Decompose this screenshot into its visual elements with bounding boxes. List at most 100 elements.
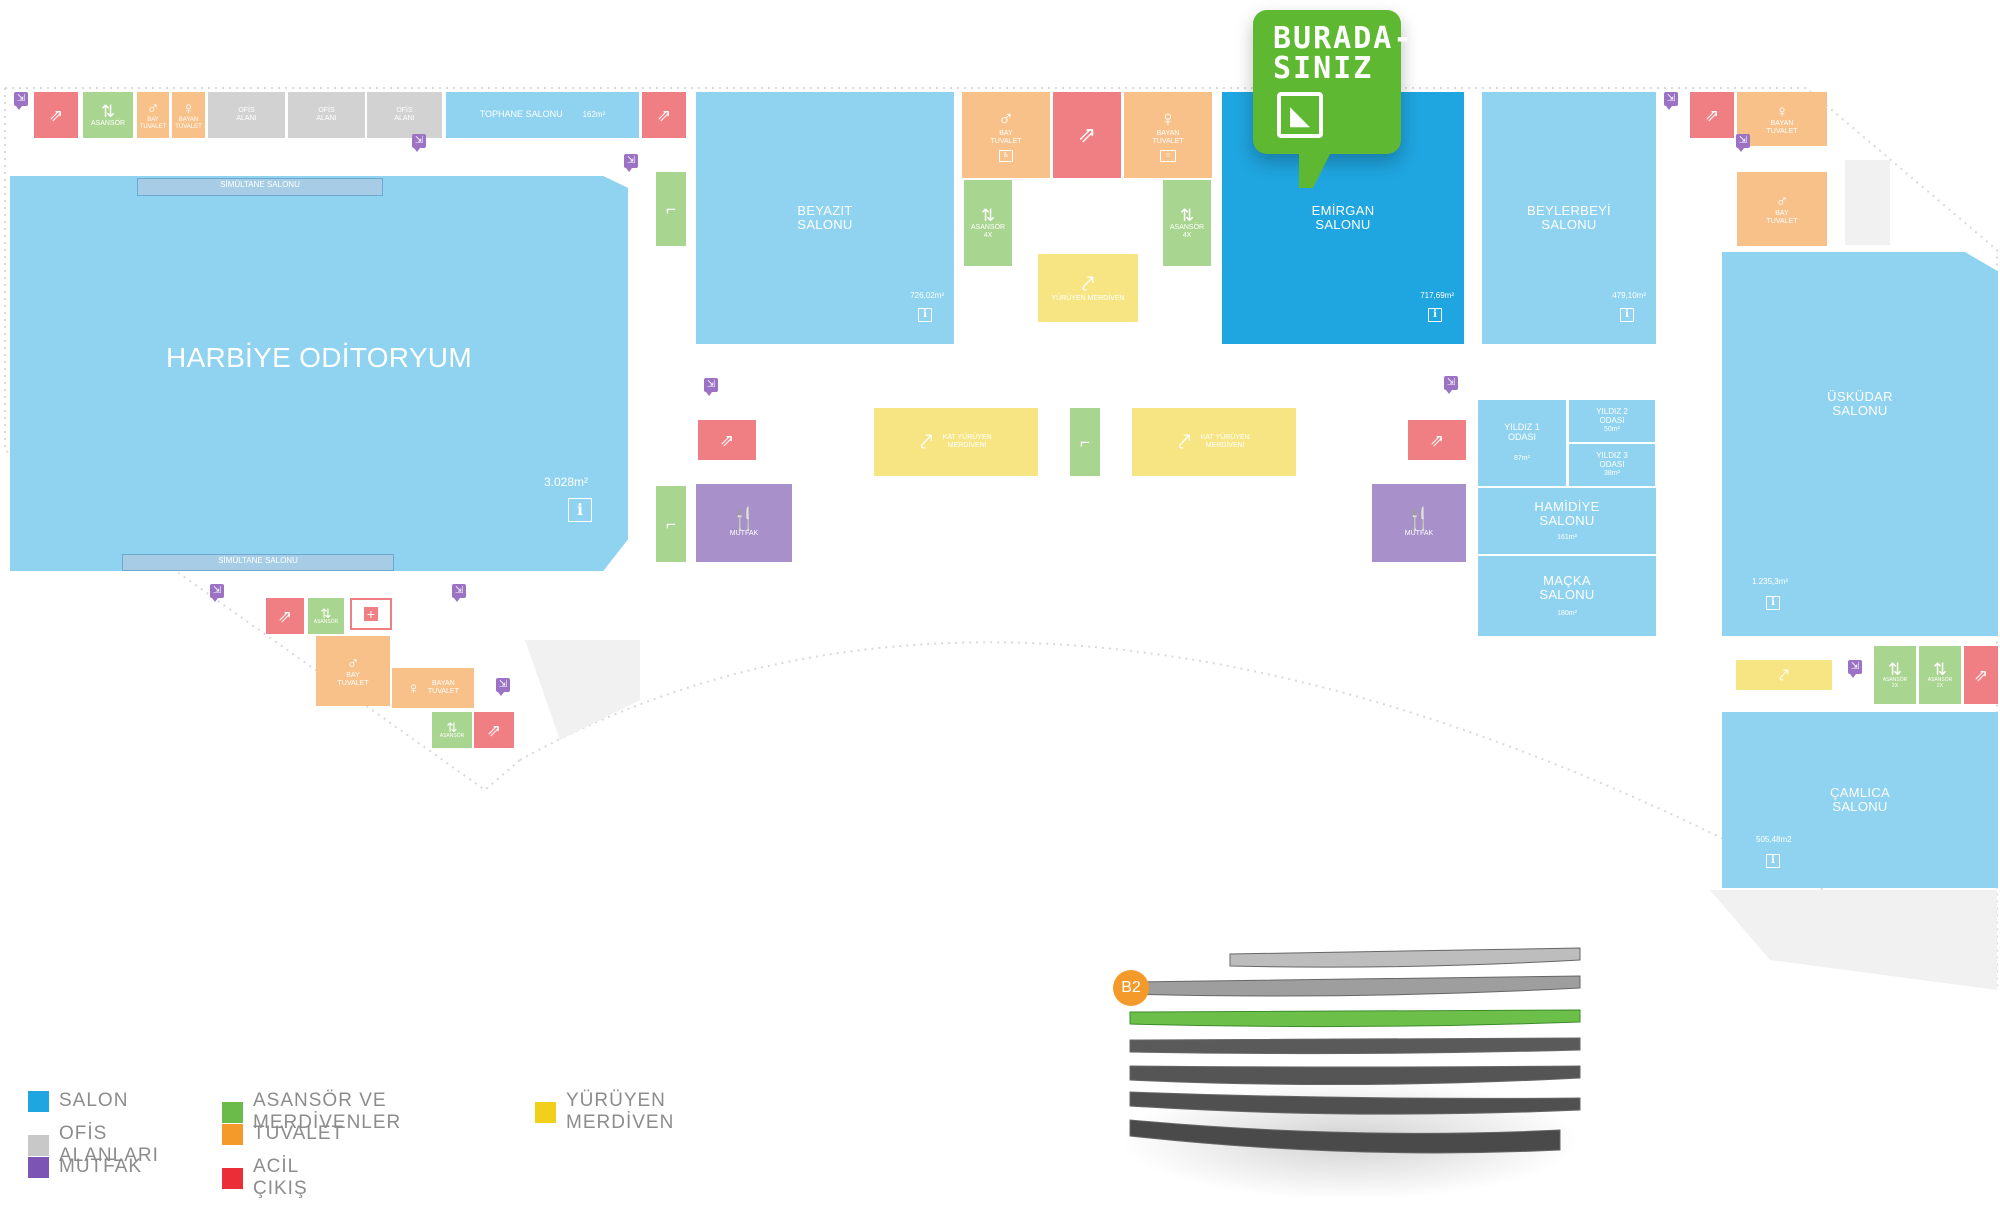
hall-area: 1.235,3m² bbox=[1752, 577, 1789, 586]
elevator-icon: ⇅ bbox=[1179, 205, 1195, 225]
exit-marker-icon[interactable]: ⇲ bbox=[1444, 376, 1458, 394]
escalator-icon: ⤤ bbox=[1081, 271, 1095, 297]
simultane-salonu-top[interactable]: SİMÜLTANE SALONU bbox=[137, 178, 383, 196]
legend-swatch bbox=[28, 1090, 49, 1112]
legend-item: YÜRÜYEN MERDİVEN bbox=[535, 1090, 674, 1134]
stairs[interactable]: ⌐ bbox=[656, 486, 686, 562]
exit-marker-icon[interactable]: ⇲ bbox=[210, 584, 224, 602]
escalator-icon: ⤤ bbox=[920, 429, 933, 454]
hall-name: HARBİYE ODİTORYUM bbox=[166, 342, 472, 374]
legend-swatch bbox=[222, 1101, 243, 1123]
elevator-4x[interactable]: ⇅ASANSÖR 4X bbox=[964, 180, 1012, 266]
bay-tuvalet[interactable]: ♂BAY TUVALET bbox=[137, 92, 169, 138]
stairs-icon: ⌐ bbox=[666, 199, 676, 219]
emergency-exit[interactable]: ⇗ bbox=[1690, 92, 1734, 138]
info-icon[interactable]: i bbox=[1766, 854, 1780, 868]
info-icon[interactable]: i bbox=[1620, 308, 1634, 322]
exit-marker-icon[interactable]: ⇲ bbox=[704, 378, 718, 396]
first-aid[interactable]: + bbox=[350, 598, 392, 630]
stairs[interactable]: ⌐ bbox=[656, 172, 686, 246]
legend-item: TUVALET bbox=[222, 1123, 344, 1145]
exit-marker-icon[interactable]: ⇲ bbox=[14, 92, 28, 110]
bay-tuvalet[interactable]: ♂BAY TUVALET♿ bbox=[962, 92, 1050, 178]
legend-swatch bbox=[28, 1134, 49, 1156]
stairs[interactable]: ⌐ bbox=[1070, 408, 1100, 476]
kat-yuruyen-merdiveni[interactable]: ⤤KAT YÜRÜYEN MERDİVENİ bbox=[874, 408, 1038, 476]
yuruyen-merdiven[interactable]: ⤤YÜRÜYEN MERDİVEN bbox=[1038, 254, 1138, 322]
info-icon[interactable]: i bbox=[918, 308, 932, 322]
elevator[interactable]: ⇅ASANSÖR bbox=[432, 712, 472, 748]
bayan-tuvalet[interactable]: ♀BAYAN TUVALET☺ bbox=[1124, 92, 1212, 178]
yuruyen-merdiven[interactable]: ⤤ bbox=[1736, 660, 1832, 690]
emergency-exit-icon: ⇗ bbox=[1429, 430, 1445, 450]
hall-name: ÇAMLICA SALONU bbox=[1830, 784, 1890, 814]
simultane-salonu-bottom[interactable]: SİMÜLTANE SALONU bbox=[122, 554, 394, 571]
emergency-exit[interactable]: ⇗ bbox=[698, 420, 756, 460]
beylerbeyi-salonu[interactable]: BEYLERBEYİ SALONU 479,10m² i bbox=[1482, 92, 1656, 344]
elevator-icon: ⇅ bbox=[446, 719, 458, 735]
hall-name: BEYLERBEYİ SALONU bbox=[1527, 202, 1611, 232]
toilet-icon: ♂ bbox=[346, 653, 360, 673]
legend-swatch bbox=[222, 1167, 243, 1189]
camlica-salonu[interactable]: ÇAMLICA SALONU 505,48m2 i bbox=[1722, 712, 1998, 888]
emergency-exit[interactable]: ⇗ bbox=[474, 712, 514, 748]
toilet-icon: ♀ bbox=[407, 678, 420, 698]
elevator-2x[interactable]: ⇅ASANSÖR 2X bbox=[1874, 646, 1916, 704]
mutfak[interactable]: 🍴MUTFAK bbox=[1372, 484, 1466, 562]
uskudar-salonu[interactable]: ÜSKÜDAR SALONU 1.235,3m² i bbox=[1722, 252, 1998, 636]
bay-tuvalet[interactable]: ♂BAY TUVALET bbox=[1737, 172, 1827, 246]
kat-yuruyen-merdiveni[interactable]: ⤤KAT YÜRÜYEN MERDİVENİ bbox=[1132, 408, 1296, 476]
legend-swatch bbox=[28, 1156, 49, 1178]
emergency-exit[interactable]: ⇗ bbox=[1964, 646, 1998, 704]
emergency-exit-icon: ⇗ bbox=[656, 105, 672, 125]
bayan-tuvalet[interactable]: ♀BAYAN TUVALET bbox=[172, 92, 205, 138]
info-icon[interactable]: i bbox=[1766, 596, 1780, 610]
emergency-exit-icon: ⇗ bbox=[486, 720, 502, 740]
beyazit-salonu[interactable]: BEYAZIT SALONU 726,02m² i bbox=[696, 92, 954, 344]
stairs-icon: ⌐ bbox=[1080, 432, 1090, 452]
floor-stack-illustration bbox=[1120, 947, 1581, 1200]
bayan-tuvalet[interactable]: ♀BAYAN TUVALET bbox=[392, 668, 474, 708]
emergency-exit[interactable]: ⇗ bbox=[1053, 92, 1121, 178]
elevator[interactable]: ⇅ASANSÖR bbox=[83, 92, 133, 138]
harbiye-oditoryum[interactable]: HARBİYE ODİTORYUM 3.028m² i bbox=[10, 176, 628, 571]
elevator[interactable]: ⇅ASANSÖR bbox=[308, 598, 344, 634]
ofis-alani[interactable]: OFİS ALANI bbox=[208, 92, 285, 138]
hall-area: 3.028m² bbox=[543, 475, 588, 489]
exit-marker-icon[interactable]: ⇲ bbox=[496, 678, 510, 696]
you-are-here-label: BURADA- SINIZ bbox=[1273, 21, 1414, 86]
legend-swatch bbox=[222, 1123, 243, 1145]
emergency-exit-icon: ⇗ bbox=[1704, 105, 1720, 125]
emergency-exit[interactable]: ⇗ bbox=[266, 598, 304, 634]
bayan-tuvalet[interactable]: ♀BAYAN TUVALET bbox=[1737, 92, 1827, 146]
exit-marker-icon[interactable]: ⇲ bbox=[624, 154, 638, 172]
info-icon[interactable]: i bbox=[1428, 308, 1442, 322]
emergency-exit[interactable]: ⇗ bbox=[642, 92, 686, 138]
emergency-exit[interactable]: ⇗ bbox=[34, 92, 78, 138]
ofis-alani[interactable]: OFİS ALANI bbox=[288, 92, 365, 138]
floor-badge[interactable]: B2 bbox=[1113, 970, 1149, 1006]
exit-marker-icon[interactable]: ⇲ bbox=[1736, 134, 1750, 152]
emergency-exit[interactable]: ⇗ bbox=[1408, 420, 1466, 460]
elevator-2x[interactable]: ⇅ASANSÖR 2X bbox=[1919, 646, 1961, 704]
exit-marker-icon[interactable]: ⇲ bbox=[1848, 660, 1862, 678]
exit-marker-icon[interactable]: ⇲ bbox=[1664, 92, 1678, 110]
elevator-icon: ⇅ bbox=[1887, 660, 1903, 679]
legend-item: ASANSÖR VE MERDİVENLER bbox=[222, 1090, 401, 1134]
elevator-icon: ⇅ bbox=[100, 101, 116, 121]
you-are-here-marker: BURADA- SINIZ ◣ bbox=[1253, 10, 1411, 188]
info-icon[interactable]: i bbox=[568, 498, 592, 522]
tophane-salonu[interactable]: TOPHANE SALONU 162m² bbox=[446, 92, 639, 138]
hall-name: ÜSKÜDAR SALONU bbox=[1827, 388, 1893, 418]
ofis-alani[interactable]: OFİS ALANI bbox=[367, 92, 442, 138]
exit-marker-icon[interactable]: ⇲ bbox=[412, 134, 426, 152]
elevator-4x[interactable]: ⇅ASANSÖR 4X bbox=[1163, 180, 1211, 266]
mutfak[interactable]: 🍴MUTFAK bbox=[696, 484, 792, 562]
exit-marker-icon[interactable]: ⇲ bbox=[452, 584, 466, 602]
bay-tuvalet[interactable]: ♂BAY TUVALET bbox=[316, 636, 390, 706]
